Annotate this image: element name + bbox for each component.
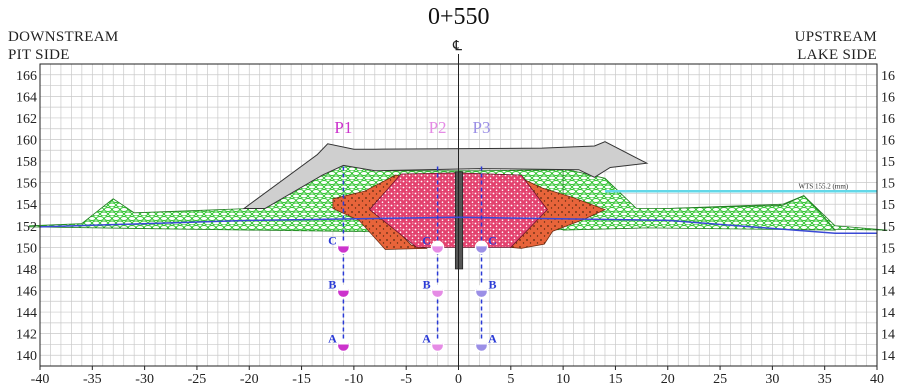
x-tick-label: 10: [556, 372, 570, 387]
x-tick-label: 0: [455, 372, 462, 387]
y-tick-label: 144: [16, 306, 37, 321]
x-tick-label: 20: [661, 372, 675, 387]
y-tick-label-right: 15: [881, 177, 895, 192]
y-tick-label: 142: [16, 328, 37, 343]
y-tick-label: 160: [16, 134, 37, 149]
y-tick-label: 146: [16, 285, 37, 300]
y-tick-labels-left: 140 142 144 146 148 150 152 154 156 158 160 162 164 1…: [16, 69, 37, 364]
sensor-label: C: [422, 233, 431, 247]
x-tick-label: -40: [31, 372, 50, 387]
water-level-label: WTS 155.2 (mm): [799, 182, 849, 190]
sensor-highlight: [476, 339, 487, 345]
y-tick-label: 156: [16, 177, 37, 192]
x-tick-label: 5: [507, 372, 514, 387]
sensor-label: A: [488, 332, 497, 346]
y-tick-label: 150: [16, 241, 37, 256]
y-tick-label: 158: [16, 155, 37, 170]
y-tick-label-right: 16: [881, 134, 895, 149]
sensor-label: B: [328, 278, 336, 292]
y-tick-label-right: 16: [881, 69, 895, 84]
y-tick-label-right: 15: [881, 220, 895, 235]
y-tick-label-right: 14: [881, 349, 895, 364]
x-tick-label: -5: [400, 372, 412, 387]
pit-side-label: PIT SIDE: [8, 47, 70, 63]
sensor-highlight: [476, 285, 487, 291]
y-tick-label: 152: [16, 220, 37, 235]
y-tick-label: 140: [16, 349, 37, 364]
centerline-symbol: ℄: [453, 39, 463, 54]
y-tick-label: 148: [16, 263, 37, 278]
sensor-highlight: [476, 241, 487, 247]
sensor-label: C: [488, 233, 497, 247]
sensor-label: B: [489, 278, 497, 292]
y-tick-label: 154: [16, 198, 37, 213]
y-tick-label-right: 14: [881, 306, 895, 321]
x-tick-label: -30: [135, 372, 154, 387]
dam-body: WTS 155.2 (mm): [29, 54, 888, 366]
piezometer-label: P2: [429, 118, 447, 137]
sensor-highlight: [338, 339, 349, 345]
sensor-highlight: [432, 241, 443, 247]
cutoff-wall: [454, 171, 464, 270]
y-tick-label: 166: [16, 69, 37, 84]
ground-line: [39, 216, 877, 235]
sensor-highlight: [432, 285, 443, 291]
upstream-label: UPSTREAM: [794, 29, 877, 45]
y-tick-labels-right: 14 14 14 14 14 15 15 15 15 15 16 16 16 16: [881, 69, 895, 364]
sensor-highlight: [432, 339, 443, 345]
y-tick-label-right: 14: [881, 285, 895, 300]
x-tick-label: -35: [83, 372, 102, 387]
sensor-label: A: [328, 332, 337, 346]
upstream-rockfill-shell: [562, 168, 836, 231]
y-tick-label-right: 16: [881, 112, 895, 127]
upstream-header: UPSTREAM LAKE SIDE: [795, 28, 877, 64]
x-tick-label: 15: [608, 372, 622, 387]
x-tick-label: -25: [188, 372, 207, 387]
x-tick-label: 25: [713, 372, 727, 387]
y-tick-label: 164: [16, 90, 37, 105]
x-tick-label: -10: [345, 372, 364, 387]
downstream-header: DOWNSTREAM PIT SIDE: [8, 28, 119, 64]
y-tick-label-right: 15: [881, 198, 895, 213]
y-tick-label-right: 14: [881, 328, 895, 343]
y-tick-label-right: 15: [881, 241, 895, 256]
crest-cap: [242, 141, 649, 209]
sensor-highlight: [338, 241, 349, 247]
x-tick-label: -20: [240, 372, 259, 387]
piezometer-label: P1: [334, 118, 352, 137]
chainage-title: 0+550: [428, 4, 490, 30]
sensor-label: A: [422, 332, 431, 346]
downstream-filter-zone: [332, 174, 428, 250]
sensor-label: C: [328, 233, 337, 247]
sensor-label: B: [423, 278, 431, 292]
y-tick-label-right: 16: [881, 90, 895, 105]
piezometer-label: P3: [473, 118, 491, 137]
piezometers: P1C B A P2C B A P3C B A: [328, 118, 497, 353]
lake-side-label: LAKE SIDE: [797, 47, 877, 63]
y-tick-label-right: 15: [881, 155, 895, 170]
y-tick-label: 162: [16, 112, 37, 127]
x-tick-label: -15: [292, 372, 311, 387]
x-tick-label: 40: [870, 372, 884, 387]
downstream-label: DOWNSTREAM: [8, 29, 119, 45]
sensor-highlight: [338, 285, 349, 291]
y-tick-label-right: 14: [881, 263, 895, 278]
x-tick-label: 30: [765, 372, 779, 387]
x-tick-labels: -40 -35 -30 -25 -20 -15 -10 -5 0 5 10 15 20 25 30 35 40: [31, 366, 884, 387]
x-tick-label: 35: [818, 372, 832, 387]
